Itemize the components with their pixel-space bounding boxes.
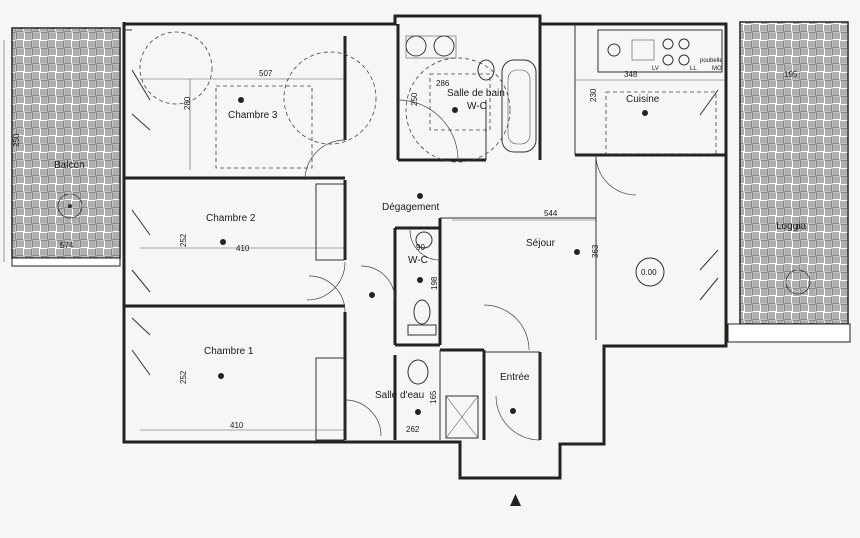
kitchen-lv-label: LV — [652, 66, 659, 72]
dim-262: 262 — [406, 425, 420, 434]
kitchen-poubelle-label: poubelle — [700, 58, 723, 64]
dim-507: 507 — [259, 69, 273, 78]
label-degagement: Dégagement — [382, 202, 439, 213]
balcon-area — [3, 27, 121, 267]
dim-250-balcon: 250 — [12, 133, 21, 147]
outer-walls — [122, 14, 728, 480]
label-salle-eau: Salle d'eau — [375, 390, 424, 401]
dim-348: 348 — [624, 70, 638, 79]
furniture-outlines — [139, 31, 717, 441]
dim-252-c2: 252 — [179, 233, 188, 247]
bath-fixtures — [405, 35, 537, 439]
label-salle-bain: Salle de bain — [447, 88, 505, 99]
dim-230: 230 — [589, 88, 598, 102]
dim-250-bath: 250 — [410, 92, 419, 106]
label-sejour: Séjour — [526, 238, 556, 249]
entrance-marker-icon — [510, 494, 521, 506]
kitchen-ll-label: LL — [690, 66, 697, 72]
dim-90: 90 — [416, 243, 425, 252]
dim-363: 363 — [591, 244, 600, 258]
interior-walls — [124, 24, 726, 440]
dim-165: 165 — [429, 390, 438, 404]
dim-410-c1: 410 — [230, 421, 244, 430]
dim-252-c1: 252 — [179, 370, 188, 384]
room-markers — [218, 97, 648, 415]
kitchen-fixtures — [597, 29, 723, 73]
label-chambre3: Chambre 3 — [228, 110, 278, 121]
door-swings — [304, 99, 637, 441]
dim-574: 574 — [60, 241, 74, 250]
dim-544: 544 — [544, 209, 558, 218]
dimension-lines — [140, 78, 726, 431]
label-cuisine: Cuisine — [626, 94, 660, 105]
dim-198: 198 — [430, 276, 439, 290]
dim-410-c2: 410 — [236, 244, 250, 253]
dim-286: 286 — [436, 79, 450, 88]
level-marker: 0.00 — [641, 268, 657, 277]
label-chambre1: Chambre 1 — [204, 346, 254, 357]
label-chambre2: Chambre 2 — [206, 213, 256, 224]
loggia-area — [727, 21, 851, 343]
dim-195: 195 — [784, 70, 798, 79]
label-wc-bath: W-C — [467, 101, 487, 112]
label-wc: W-C — [408, 255, 428, 266]
dim-280: 280 — [183, 96, 192, 110]
label-loggia: Loggia — [776, 221, 806, 232]
kitchen-mo-label: MO — [712, 66, 722, 72]
windows — [131, 69, 719, 376]
label-balcon: Balcon — [54, 160, 85, 171]
label-entree: Entrée — [500, 372, 530, 383]
